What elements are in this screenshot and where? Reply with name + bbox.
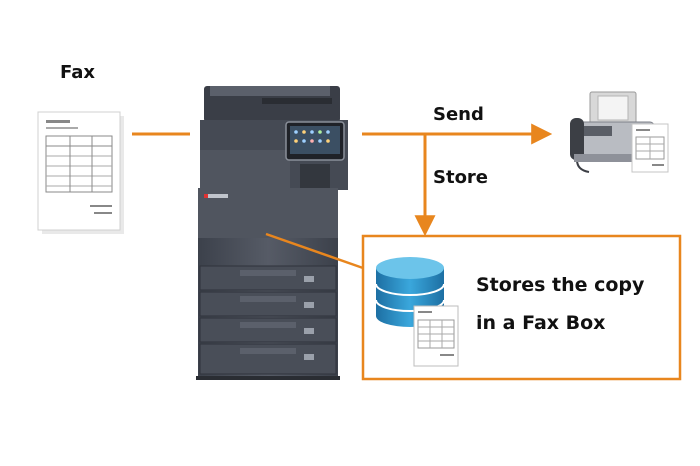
- fax-box-description-line2: in a Fax Box: [476, 312, 606, 334]
- fax-document-icon: [37, 111, 124, 234]
- fax-machine-icon: [570, 91, 669, 173]
- send-label: Send: [433, 104, 484, 125]
- fax-box-frame: [361, 234, 682, 381]
- fax-source-label: Fax: [60, 62, 95, 83]
- box-leader-line: [265, 232, 364, 270]
- fax-box-description-line1: Stores the copy: [476, 274, 645, 296]
- mfp-printer-icon: [196, 86, 348, 380]
- stored-document-icon: [413, 305, 459, 367]
- store-label: Store: [433, 167, 489, 188]
